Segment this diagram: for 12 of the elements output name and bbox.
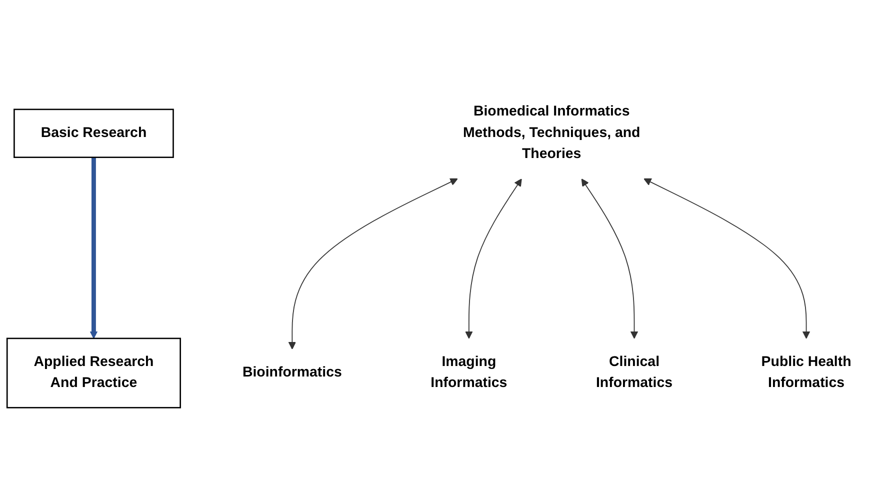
arrow (90, 157, 98, 339)
node-text: Biomedical Informatics Methods, Techniques, and Theories (462, 104, 640, 162)
node-box: Basic Research (14, 108, 174, 158)
node-text: Public Health Informatics (761, 354, 852, 391)
node-text: Imaging Informatics (430, 354, 508, 391)
arrow (644, 178, 810, 339)
arrow (581, 178, 638, 339)
node-text: Clinical Informatics (596, 354, 673, 391)
node-box: Applied Research And Practice (6, 338, 181, 408)
node-text: Bioinformatics (242, 365, 342, 380)
arrow (465, 178, 522, 339)
arrow (288, 178, 458, 350)
